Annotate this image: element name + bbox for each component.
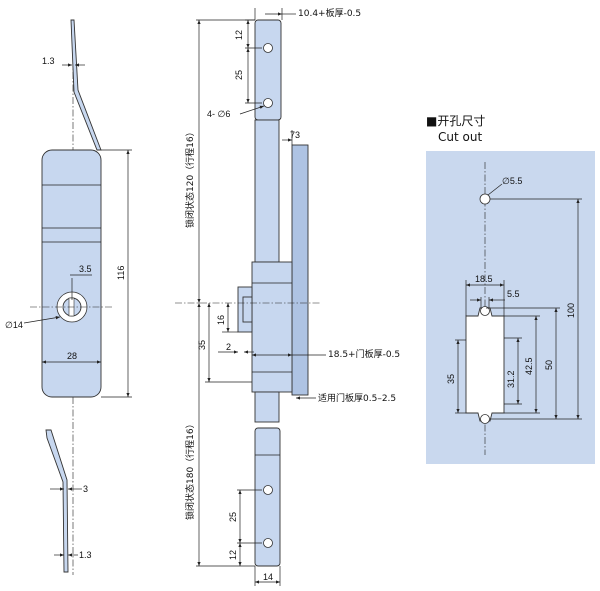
dim-leader [487,183,503,196]
left-view: 1.3 3.5 ∅14 28 116 3 1.3 [5,19,132,575]
cutout-panel [426,151,595,464]
cutout-top-notch [480,306,490,316]
mid-rod [254,119,280,263]
dim-top-width: 10.4+板厚-0.5 [298,7,361,19]
dim-31-2: 31.2 [506,370,516,388]
middle-view: 10.4+板厚-0.5 12 25 4- ∅6 73 锁闭状态120（行程16）… [175,7,400,586]
dim-bottom-25: 25 [228,512,238,522]
cutout-shape [465,307,505,422]
dim-holes: 4- ∅6 [207,109,230,119]
label-closed-180: 锁闭状态180（行程16） [184,419,196,520]
dim-16: 16 [216,315,226,325]
dim-50: 50 [544,360,554,370]
mid-bottom-hole-2 [263,538,273,548]
dim-2: 2 [226,342,231,352]
dim-100: 100 [566,303,576,318]
cutout-subtitle: Cut out [438,130,482,144]
dim-bottom-width: 14 [263,572,273,582]
dim-line [23,316,61,324]
cutout-title: ■开孔尺寸 [426,114,485,128]
dim-18-5: 18.5 [475,274,493,284]
left-top-rod [70,19,102,151]
cutout-bottom-notch [480,414,490,424]
dim-bottom-12: 12 [228,550,238,560]
dim-door-offset: 18.5+门板厚-0.5 [328,348,400,360]
dim-key-width: 3.5 [79,264,92,274]
cutout-small-hole [479,193,491,205]
left-bottom-rod [45,429,69,573]
dim-42-5: 42.5 [524,357,534,375]
dim-diameter: ∅14 [5,320,23,330]
dim-top-thickness: 1.3 [42,56,55,66]
dim-door-range: 适用门板厚0.5–2.5 [318,392,396,404]
left-body [41,149,102,398]
label-closed-120: 锁闭状态120（行程16） [184,127,196,228]
mid-top-hole-2 [263,98,273,108]
dim-offset: 3 [83,484,88,494]
mid-bottom-hole-1 [263,485,273,495]
dim-bottom-thickness: 1.3 [79,550,92,560]
dim-top-25: 25 [234,70,244,80]
mid-lower-rod [254,391,280,423]
mid-top-hole-1 [263,43,273,53]
mid-cam-knob [242,296,253,323]
dim-top-12: 12 [234,30,244,40]
dim-35: 35 [197,340,207,350]
mid-housing [251,261,293,393]
cutout-view: ■开孔尺寸 Cut out ∅5.5 18.5 5.5 100 50 [426,114,595,464]
mid-back-plate [291,144,309,396]
dim-body-width: 28 [67,351,77,361]
dim-hole: ∅5.5 [502,176,522,186]
dim-leader [239,105,265,115]
dim-body-height: 116 [116,266,126,280]
mid-bottom-rod [254,427,281,567]
dim-35-cut: 35 [446,374,456,384]
dim-5-5: 5.5 [507,289,520,299]
dim-73: 73 [290,130,300,140]
